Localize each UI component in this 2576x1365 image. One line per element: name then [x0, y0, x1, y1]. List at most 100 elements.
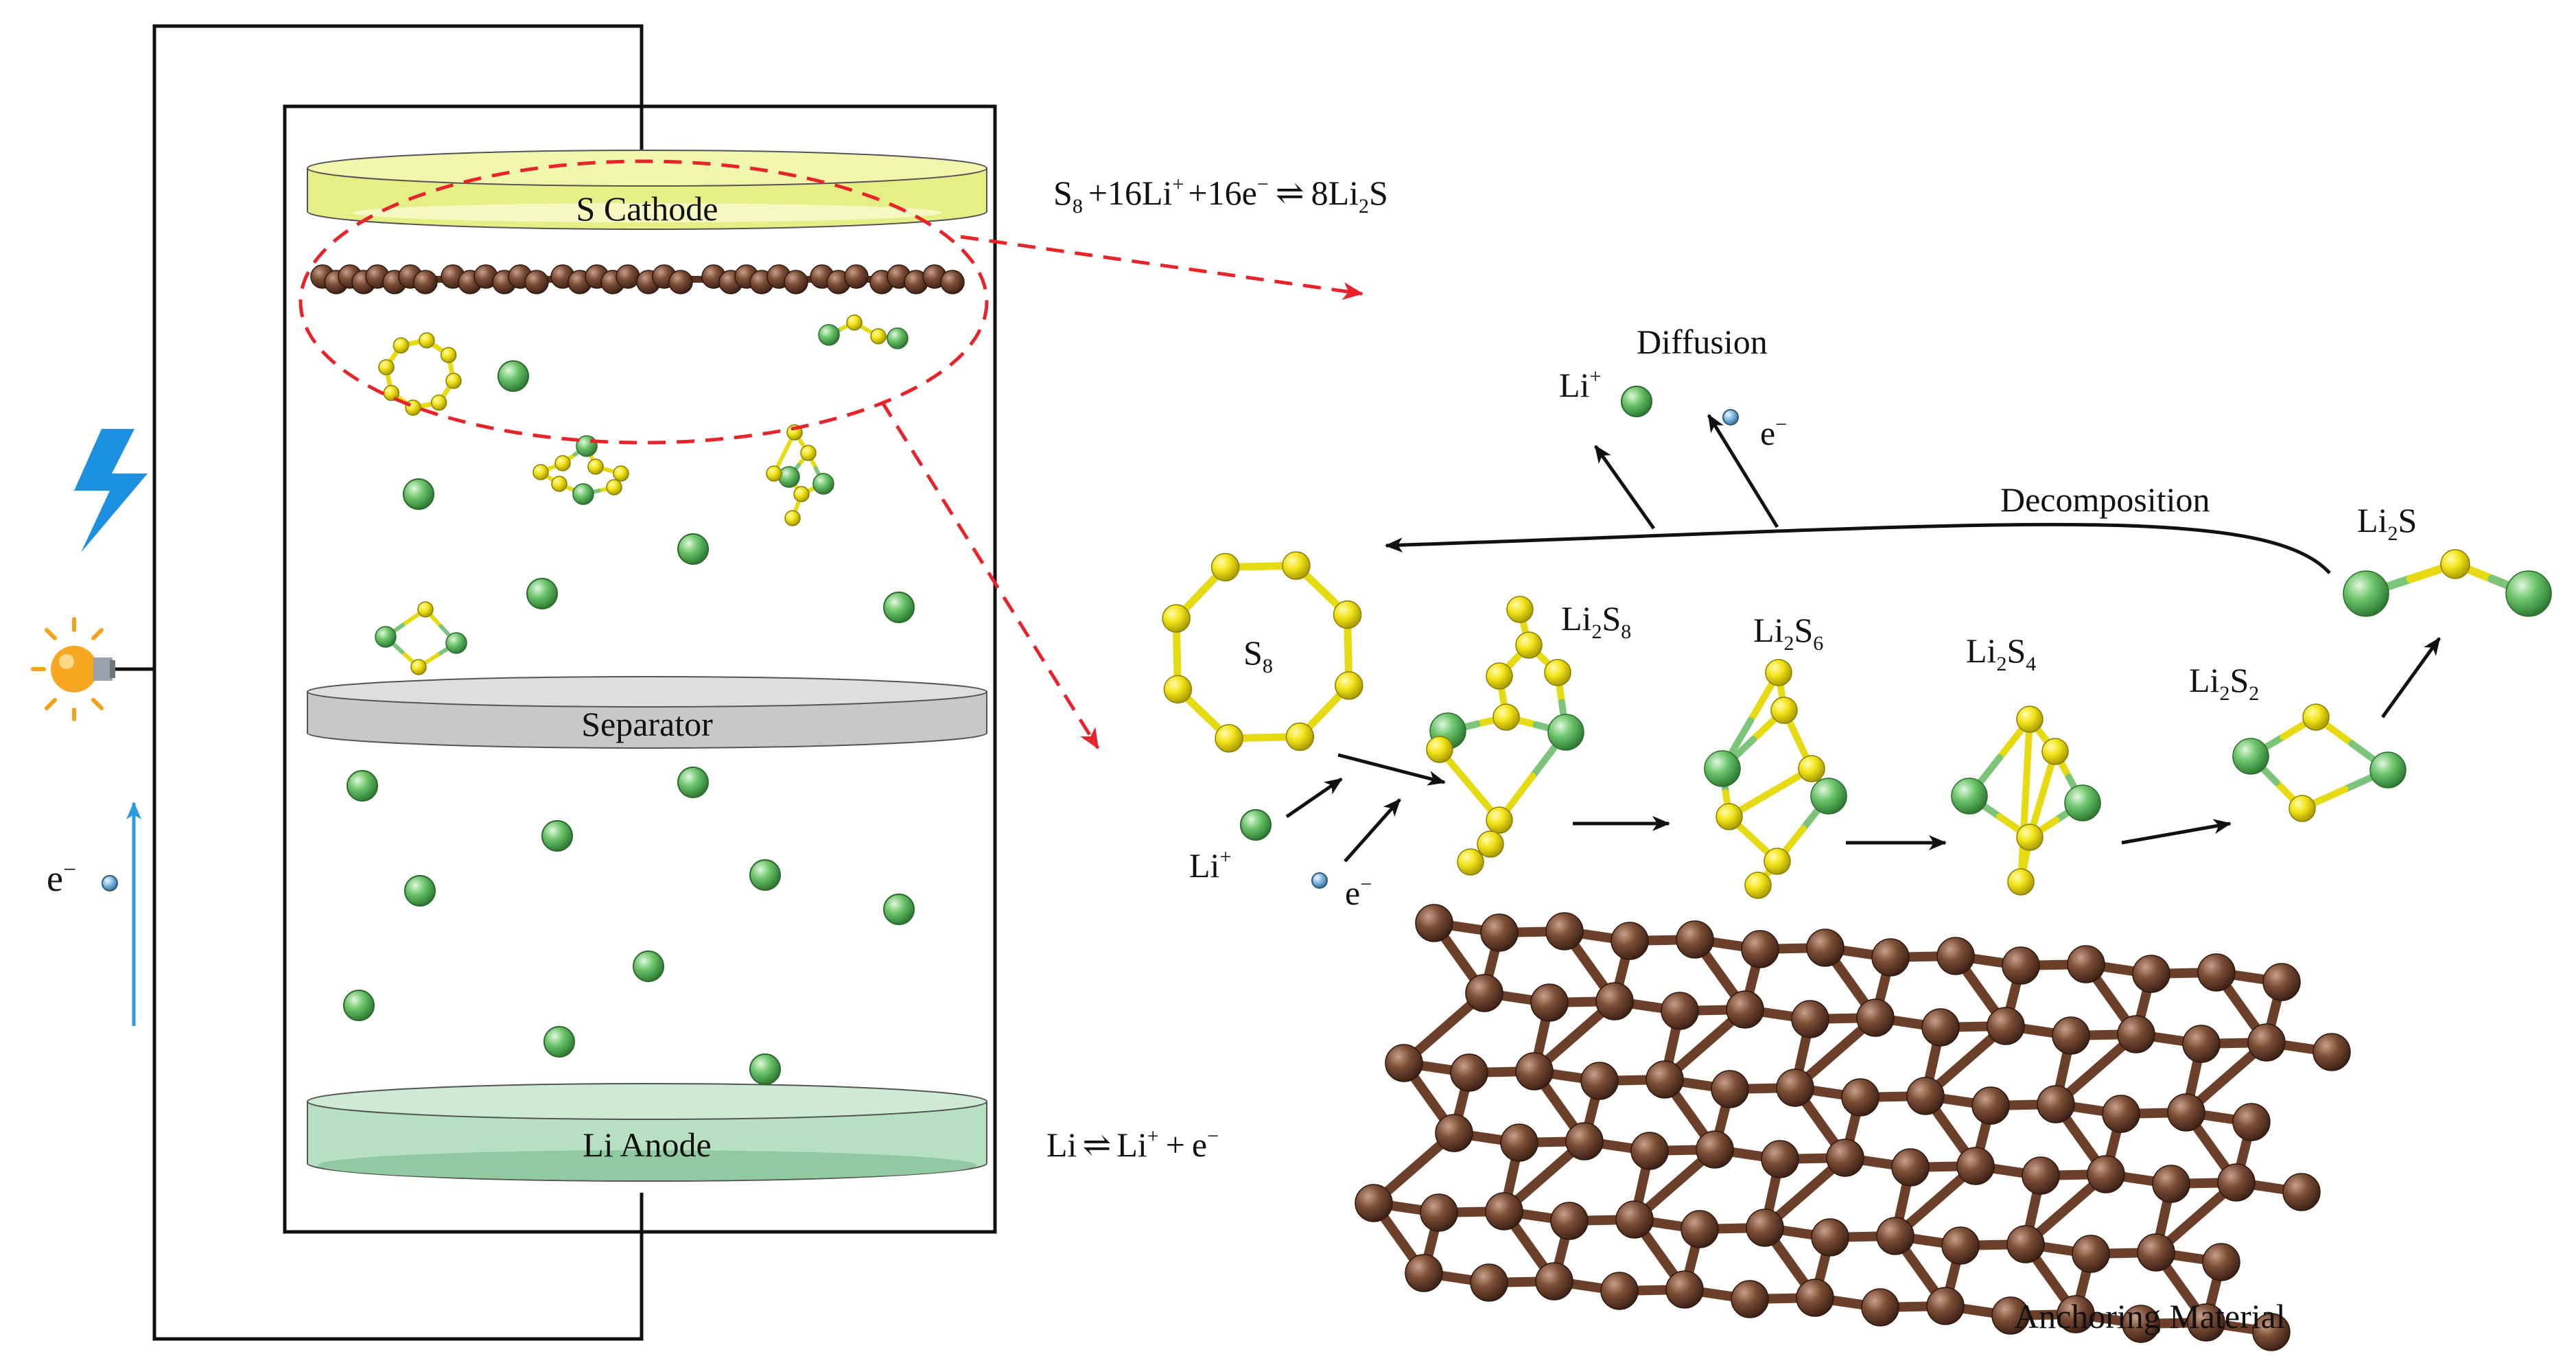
carbon-atom: [2052, 1016, 2090, 1055]
sulfur-atom: [2016, 705, 2044, 733]
anode-equation: Li⇌Li++e−: [1046, 1125, 1219, 1164]
carbon-atom: [1665, 1270, 1704, 1309]
lithium-ion: [403, 478, 434, 510]
li2s6-molecule: [1704, 659, 1847, 899]
sulfur-atom: [419, 332, 435, 349]
carbon-atom: [1630, 1132, 1669, 1170]
lithium-atom: [1951, 778, 1988, 815]
carbon-atom: [2002, 946, 2040, 985]
carbon-atom: [2132, 955, 2170, 993]
carbon-atom: [1936, 937, 1975, 975]
li-anode: Li Anode: [307, 1083, 987, 1182]
incoming-electron: [1311, 872, 1328, 889]
lithium-ion: [404, 875, 436, 907]
carbon-atom: [2247, 1023, 2286, 1062]
sulfur-atom: [1515, 631, 1543, 659]
carbon-atom: [2187, 1303, 2225, 1342]
label-s8: S8: [1243, 633, 1273, 677]
carbon-atom: [1746, 1209, 1784, 1247]
zoom-arrow-upper: [960, 235, 1363, 300]
separator-label: Separator: [581, 705, 713, 743]
lithium-atom: [778, 466, 800, 488]
label-li2s8: Li2S8: [1561, 599, 1631, 643]
lithium-ion: [677, 767, 709, 798]
carbon-atom: [2282, 1173, 2321, 1211]
sulfur-atom: [2016, 824, 2044, 851]
carbon-atom: [784, 270, 808, 294]
carbon-atom: [1480, 913, 1519, 952]
carbon-atom: [1515, 1052, 1554, 1090]
carbon-atom: [2122, 1305, 2160, 1343]
carbon-atom: [1676, 920, 1714, 959]
carbon-atom: [1696, 1130, 1734, 1169]
carbon-atom: [1841, 1078, 1880, 1117]
carbon-atom: [1405, 1254, 1443, 1292]
label-li2s6: Li2S6: [1753, 611, 1823, 655]
carbon-atom: [1956, 1147, 1995, 1185]
sulfur-atom: [1716, 803, 1743, 830]
arrow-li2s4-li2s2: [2121, 819, 2232, 845]
carbon-atom: [1615, 1200, 1654, 1239]
carbon-atom: [2037, 1085, 2075, 1123]
sulfur-atom: [417, 601, 434, 618]
carbon-atom: [616, 264, 640, 289]
lithium-ion: [883, 592, 915, 623]
lithium-atom: [445, 632, 467, 654]
li2s2-molecule: [2232, 703, 2407, 822]
lithium-ion: [343, 990, 375, 1021]
lithium-ion: [749, 859, 781, 891]
lithium-ion: [749, 1053, 781, 1085]
sulfur-atom: [551, 476, 567, 492]
sulfur-atom: [1765, 659, 1792, 686]
sulfur-atom: [1486, 806, 1513, 834]
incoming-li-label: Li+: [1189, 845, 1231, 885]
sulfur-atom: [1486, 662, 1513, 690]
sulfur-atom: [784, 510, 801, 526]
sulfur-atom: [1210, 552, 1240, 582]
lithium-ion: [883, 894, 915, 925]
label-li2s4: Li2S4: [1966, 631, 2036, 675]
sulfur-atom: [793, 486, 810, 502]
carbon-atom: [1661, 992, 1699, 1030]
lithium-ion: [677, 533, 709, 565]
sulfur-atom: [2041, 738, 2069, 765]
carbon-atom: [2167, 1093, 2205, 1132]
sulfur-atom: [1506, 596, 1534, 623]
carbon-atom: [1470, 1263, 1508, 1302]
diffusion-li-label: Li+: [1559, 365, 1601, 404]
carbon-atom: [1450, 1053, 1488, 1092]
s8-molecule: [1162, 551, 1363, 753]
carbon-atom: [1826, 1139, 1864, 1177]
lithium-atom: [576, 435, 598, 457]
carbon-atom: [1465, 974, 1503, 1012]
graphene-sheet: [1355, 904, 2351, 1351]
arrow-li-in: [1285, 777, 1343, 819]
decomposition-label: Decomposition: [2000, 480, 2210, 519]
carbon-atom: [2182, 1025, 2221, 1063]
sulfur-atom: [613, 465, 629, 482]
carbon-layer: [310, 264, 965, 294]
lithium-atom: [375, 626, 397, 648]
li2s8-molecule-cell: [532, 435, 629, 505]
arrow-li2s2-li2s: [2380, 637, 2442, 719]
carbon-atom: [2217, 1163, 2256, 1202]
s8-molecule-cell: [378, 332, 462, 416]
sulfur-atom: [1492, 703, 1520, 731]
carbon-atom: [1711, 1070, 1749, 1108]
carbon-atom: [1565, 1122, 1604, 1160]
carbon-atom: [2202, 1243, 2240, 1281]
sulfur-atom: [430, 394, 447, 411]
incoming-e-label: e−: [1345, 873, 1372, 912]
carbon-atom: [2022, 1156, 2060, 1195]
light-bulb-icon: [31, 617, 115, 721]
cathode-equation: S8+16Li++16e−⇌8Li2S: [1053, 173, 1388, 218]
external-circuit: [110, 24, 644, 1341]
sulfur-atom: [1770, 697, 1798, 724]
lithium-atom: [572, 483, 594, 505]
carbon-atom: [1891, 1148, 1930, 1187]
sulfur-atom: [554, 455, 571, 471]
carbon-atom: [1550, 1202, 1589, 1240]
carbon-atom: [2232, 1103, 2271, 1141]
sulfur-atom: [1282, 551, 1311, 580]
cell-container: [283, 104, 997, 1234]
